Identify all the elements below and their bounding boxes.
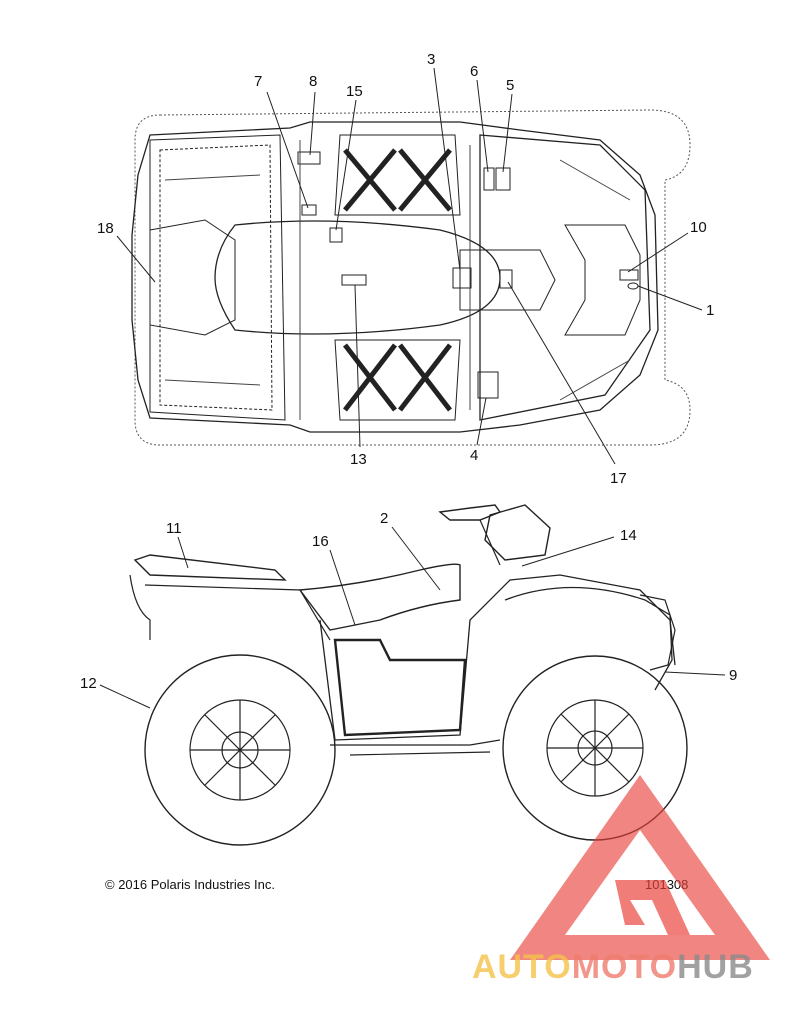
callout-2: 2 [380,510,388,527]
callout-11: 11 [166,520,182,537]
frame-underside [330,739,501,756]
top-view-rear-rack [149,134,286,421]
decal-rect-8 [297,151,321,165]
callout-13: 13 [350,451,367,468]
side-view-atv [129,504,688,846]
rear-rack-inner [159,144,273,411]
decal-rect-7 [301,204,317,216]
callout-16: 16 [312,533,329,550]
callout-5: 5 [506,77,514,94]
rear-tire [144,654,336,846]
rear-tail-shape [149,219,236,336]
top-view-outline-dotted [134,109,691,446]
top-view-atv [131,109,691,446]
top-view-body [131,121,659,433]
side-body-panel [319,574,676,741]
callout-4: 4 [470,447,478,464]
footwell-cross-bars [343,148,452,412]
decal-rect-6 [483,167,495,191]
top-leader-lines [116,67,703,465]
watermark-g-mark [615,880,690,935]
headlight-pod [484,504,551,561]
top-detail-lines [164,140,631,420]
handlebar [438,504,502,521]
top-view-front-hood [479,134,651,421]
watermark-wordmark: AUTOMOTOHUB [472,948,754,986]
front-wheel-spokes [547,700,643,796]
decal-rect-15 [329,227,343,243]
callout-3: 3 [427,51,435,68]
callout-1: 1 [706,302,714,319]
front-bumper [639,594,676,671]
decal-rect-17 [499,269,513,289]
rear-wheel-spokes [190,700,290,800]
handlebar-area [459,249,556,311]
rear-fender [129,574,331,641]
watermark-word-hub: HUB [677,948,754,986]
steering-column [479,519,501,566]
side-rear-rack [133,554,287,581]
front-rack-shape [564,224,641,336]
callout-9: 9 [729,667,737,684]
side-footwell [333,638,467,737]
callout-labels: 7 8 15 3 6 5 18 10 1 13 4 17 11 2 16 14 … [80,51,737,692]
callout-12: 12 [80,675,97,692]
decal-oval-1 [627,282,639,290]
callout-17: 17 [610,470,627,487]
watermark-word-moto: MOTO [572,948,677,986]
callout-6: 6 [470,63,478,80]
callout-15: 15 [346,83,363,100]
side-seat [298,563,461,631]
side-leader-lines [99,526,726,709]
decal-rect-10 [619,269,639,281]
callout-8: 8 [309,73,317,90]
watermark-text: AUTOMOTOHUB [472,948,754,986]
decal-rect-13 [341,274,367,286]
watermark-word-auto: AUTO [472,948,572,986]
callout-14: 14 [620,527,637,544]
decal-rect-3 [452,267,472,289]
callout-10: 10 [690,219,707,236]
copyright-text: © 2016 Polaris Industries Inc. [105,877,275,892]
callout-18: 18 [97,220,114,237]
callout-7: 7 [254,73,262,90]
watermark-triangle-outer [510,775,770,960]
watermark-logo [510,775,770,960]
top-view-footwell-bottom [334,339,461,421]
top-view-footwell-top [334,134,461,216]
top-view-seat [214,220,501,335]
decal-rect-4 [477,371,499,399]
front-fender [504,586,673,691]
